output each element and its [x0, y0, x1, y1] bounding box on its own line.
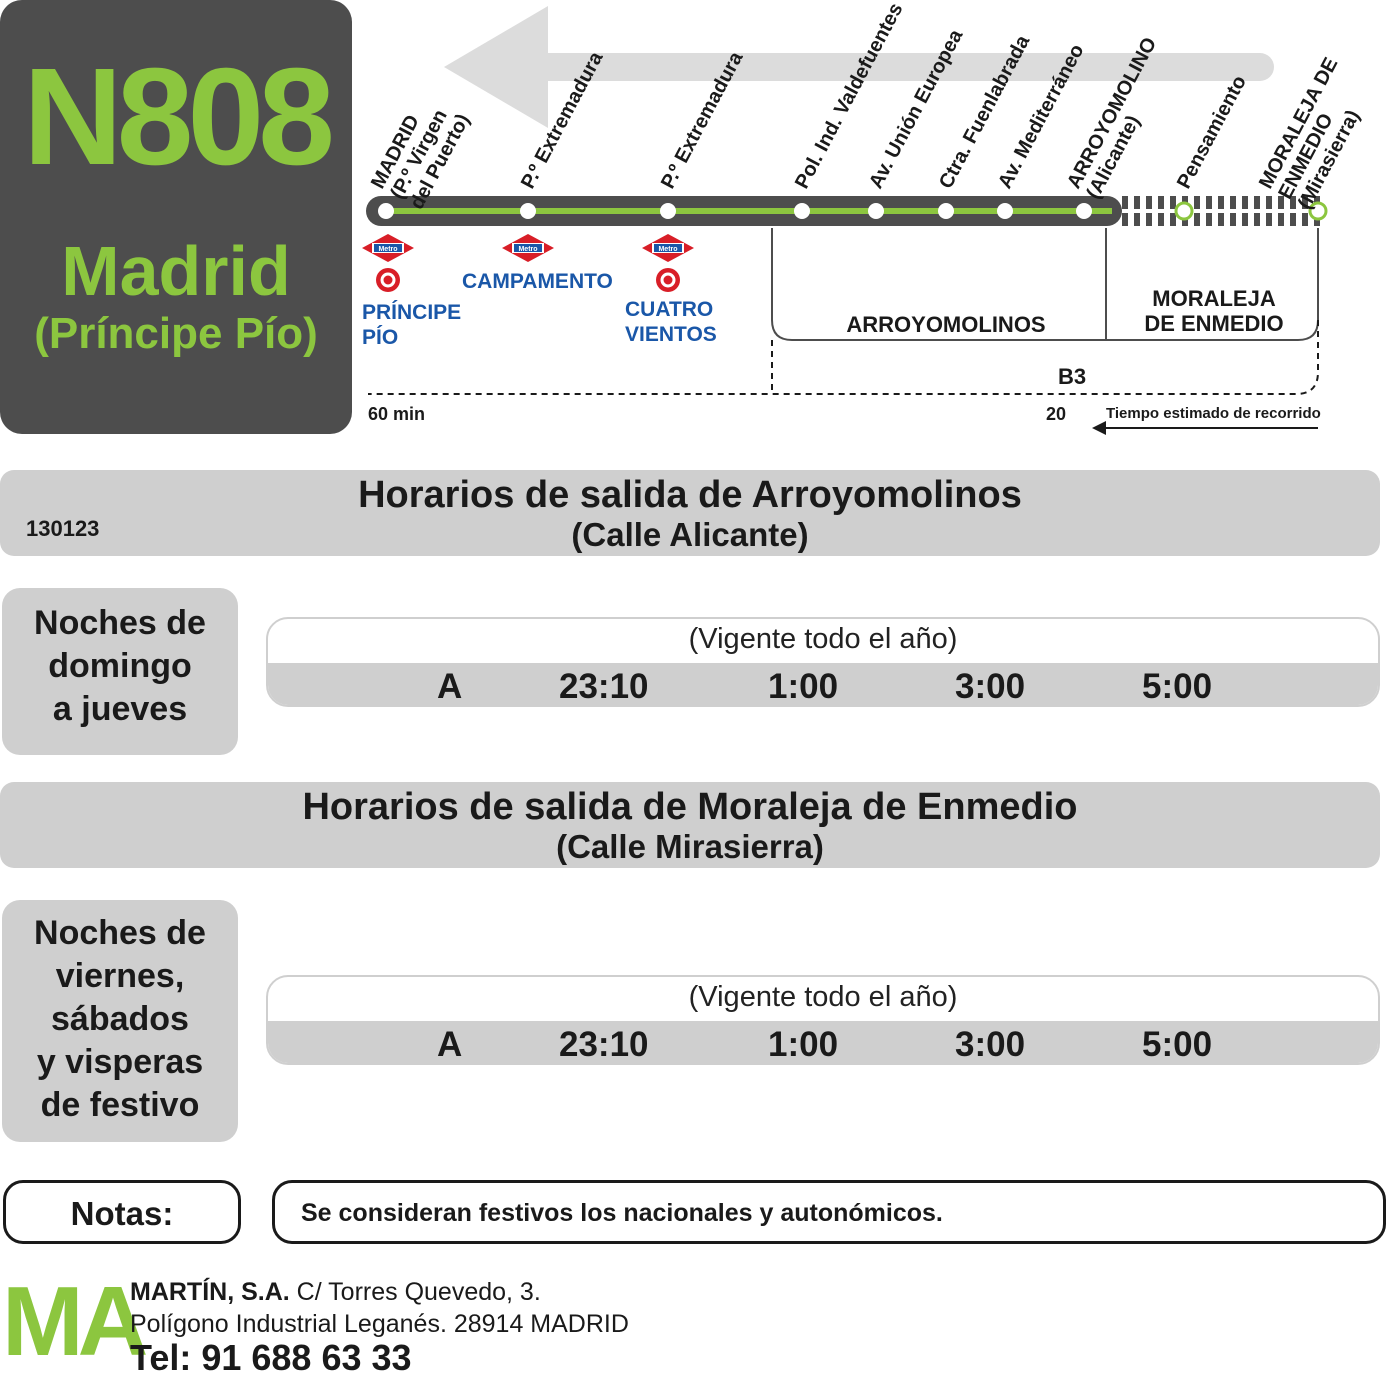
route-variant: A: [437, 1025, 463, 1064]
section-subtitle: (Calle Alicante): [571, 516, 809, 553]
total-time: 60 min: [368, 404, 425, 424]
partial-time: 20: [1046, 404, 1066, 424]
metro-station-name: CUATRO: [625, 298, 713, 321]
arrow-left-icon: [1092, 421, 1318, 435]
zone-moraleja: DE ENMEDIO: [1144, 311, 1283, 336]
departure-time: 23:10: [559, 667, 649, 706]
metro-station-name: PRÍNCIPE: [362, 301, 461, 324]
metro-campamento: Metro CAMPAMENTO: [462, 234, 613, 293]
route-number: N808: [23, 40, 335, 194]
metro-station-name: VIENTOS: [625, 323, 717, 346]
stop-dots: [378, 201, 1328, 221]
timetable: (Vigente todo el año) A 23:10 1:00 3:00 …: [266, 975, 1380, 1065]
zone-moraleja: MORALEJA: [1152, 286, 1276, 311]
stop-dot: [1076, 203, 1092, 219]
timetable-code: 130123: [26, 516, 100, 541]
metro-badge: Metro: [378, 246, 397, 253]
departure-time: 1:00: [768, 1025, 839, 1064]
validity-label: (Vigente todo el año): [688, 623, 958, 655]
stop-dot: [1174, 201, 1194, 221]
renfe-icon: [376, 268, 400, 292]
zone-arroyomolinos: ARROYOMOLINOS: [846, 312, 1045, 337]
company-address-line: Polígono Industrial Leganés. 28914 MADRI…: [130, 1310, 629, 1338]
stop-dot: [1308, 201, 1328, 221]
day-label-box: Noches de domingo a jueves: [2, 588, 238, 755]
stop-dot: [997, 203, 1013, 219]
table-row: A 23:10 1:00 3:00 5:00: [268, 1021, 1378, 1064]
metro-badge: Metro: [658, 246, 677, 253]
company-phone: Tel: 91 688 63 33: [130, 1337, 412, 1378]
metro-principe-pio: Metro PRÍNCIPE PÍO: [362, 234, 461, 349]
stop-dot: [660, 203, 676, 219]
stop-dot: [868, 203, 884, 219]
departure-time: 5:00: [1142, 667, 1213, 706]
metro-station-name: CAMPAMENTO: [462, 270, 613, 293]
route-diagram: MADRID (P.º Virgen del Puerto) P.º Extre…: [362, 0, 1364, 435]
company-name: MARTÍN, S.A.: [130, 1278, 290, 1306]
notes-text-box: Se consideran festivos los nacionales y …: [272, 1180, 1386, 1244]
fare-zone: B3: [1058, 364, 1086, 389]
route-header: [0, 0, 352, 434]
route-destination-sub: (Príncipe Pío): [34, 309, 318, 358]
notes-label: Notas:: [70, 1195, 174, 1232]
stop-dot: [378, 203, 394, 219]
stop-label: Pensamiento: [1173, 72, 1251, 192]
section-title: Horarios de salida de Arroyomolinos: [358, 474, 1022, 516]
validity-label: (Vigente todo el año): [688, 981, 958, 1013]
direction-arrow-icon: [444, 6, 1274, 128]
section-subtitle: (Calle Mirasierra): [556, 828, 824, 865]
day-label-box: Noches de viernes, sábados y visperas de…: [2, 900, 238, 1142]
departure-time: 3:00: [955, 1025, 1026, 1064]
metro-station-name: PÍO: [362, 326, 398, 349]
table-row: A 23:10 1:00 3:00 5:00: [268, 663, 1378, 706]
route-destination: Madrid: [61, 232, 291, 310]
metro-badge: Metro: [518, 246, 537, 253]
stop-dot: [794, 203, 810, 219]
stop-dot: [520, 203, 536, 219]
stop-dot: [938, 203, 954, 219]
company-logo: MA: [2, 1266, 148, 1376]
notes-label-box: Notas:: [3, 1180, 241, 1244]
departure-time: 1:00: [768, 667, 839, 706]
day-label: Noches de domingo a jueves: [34, 604, 206, 728]
departure-time: 23:10: [559, 1025, 649, 1064]
section-title: Horarios de salida de Moraleja de Enmedi…: [302, 786, 1078, 828]
day-label: Noches de viernes, sábados y visperas de…: [34, 914, 206, 1124]
notes-text: Se consideran festivos los nacionales y …: [301, 1199, 943, 1227]
company-street: C/ Torres Quevedo, 3.: [289, 1278, 541, 1306]
section-header-moraleja: Horarios de salida de Moraleja de Enmedi…: [0, 782, 1380, 868]
departure-time: 5:00: [1142, 1025, 1213, 1064]
timetable: (Vigente todo el año) A 23:10 1:00 3:00 …: [266, 617, 1380, 707]
time-legend: Tiempo estimado de recorrido: [1106, 405, 1321, 422]
route-variant: A: [437, 667, 463, 706]
renfe-icon: [656, 268, 680, 292]
departure-time: 3:00: [955, 667, 1026, 706]
section-header-arroyomolinos: Horarios de salida de Arroyomolinos (Cal…: [0, 470, 1380, 556]
company-address-line: MARTÍN, S.A. C/ Torres Quevedo, 3.: [130, 1278, 541, 1307]
metro-cuatro-vientos: Metro CUATRO VIENTOS: [625, 234, 717, 346]
zone-brackets: ARROYOMOLINOS MORALEJA DE ENMEDIO B3: [368, 228, 1319, 395]
